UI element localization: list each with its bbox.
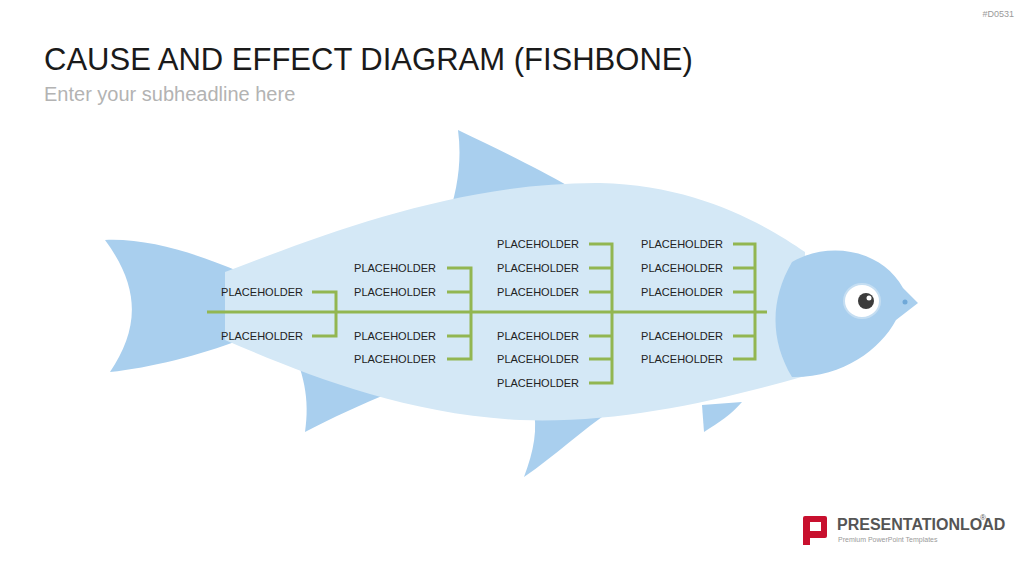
bracket <box>589 244 612 383</box>
fish-eye-glint <box>867 296 872 301</box>
fishbone-lines <box>207 244 767 383</box>
fish-tail <box>105 240 240 372</box>
fish-head <box>776 250 919 377</box>
fish-fin <box>702 402 742 432</box>
fish-eye <box>844 284 880 318</box>
logo-mark <box>803 516 827 545</box>
bracket <box>447 268 471 359</box>
cause-label: PLACEHOLDER <box>641 286 723 299</box>
cause-label: PLACEHOLDER <box>354 262 436 275</box>
bracket <box>312 292 336 336</box>
cause-label: PLACEHOLDER <box>641 330 723 343</box>
cause-label: PLACEHOLDER <box>641 262 723 275</box>
cause-label: PLACEHOLDER <box>354 353 436 366</box>
cause-label: PLACEHOLDER <box>221 286 303 299</box>
cause-label: PLACEHOLDER <box>641 353 723 366</box>
cause-label: PLACEHOLDER <box>354 286 436 299</box>
fish-nostril <box>903 300 908 305</box>
fish-pupil <box>858 293 874 309</box>
registered-mark: ® <box>980 513 986 522</box>
slide-id: #D0531 <box>982 9 1014 19</box>
cause-label: PLACEHOLDER <box>497 238 579 251</box>
brand-tagline: Premium PowerPoint Templates <box>838 536 937 544</box>
cause-label: PLACEHOLDER <box>221 330 303 343</box>
cause-label: PLACEHOLDER <box>497 286 579 299</box>
cause-label: PLACEHOLDER <box>497 330 579 343</box>
fish-body <box>225 183 805 420</box>
subheadline: Enter your subheadline here <box>44 83 295 106</box>
cause-label: PLACEHOLDER <box>497 353 579 366</box>
cause-label: PLACEHOLDER <box>354 330 436 343</box>
cause-label: PLACEHOLDER <box>497 262 579 275</box>
cause-label: PLACEHOLDER <box>497 377 579 390</box>
cause-label: PLACEHOLDER <box>641 238 723 251</box>
spine-line <box>207 311 767 314</box>
slide-title: CAUSE AND EFFECT DIAGRAM (FISHBONE) <box>44 42 693 78</box>
bracket <box>733 244 755 359</box>
